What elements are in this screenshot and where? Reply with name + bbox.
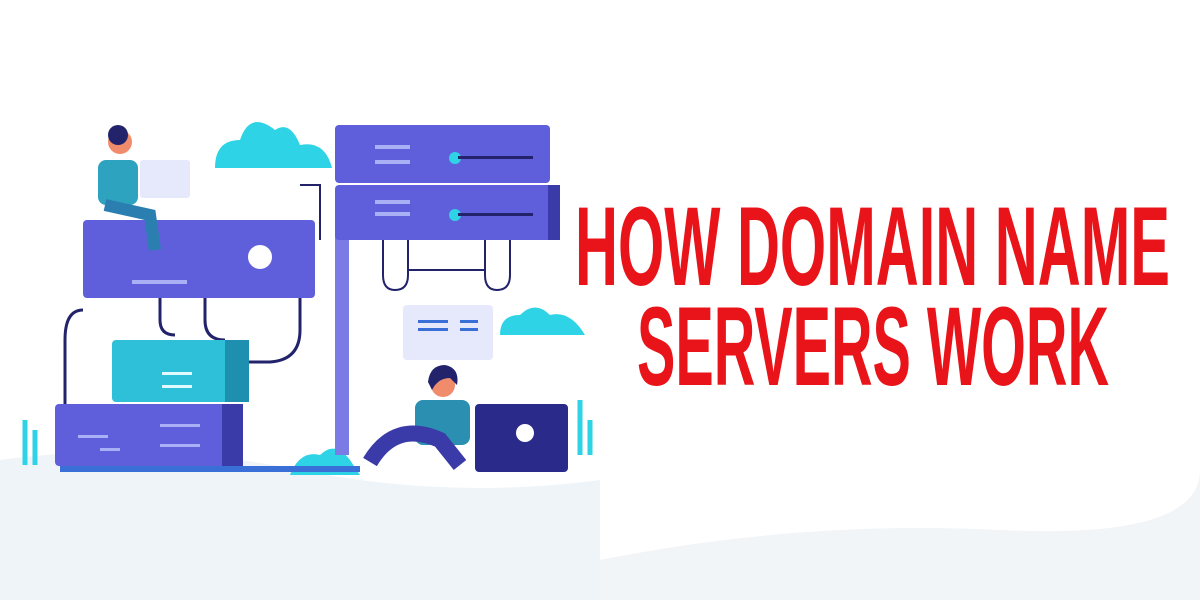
cloud-icon (215, 122, 332, 168)
person-with-laptop (98, 125, 190, 251)
server-unit (335, 125, 550, 183)
headline-line-1: HOW DOMAIN NAME (575, 184, 1170, 309)
info-panel (403, 305, 493, 360)
server-unit (83, 220, 315, 298)
background-wave (600, 470, 1200, 600)
server-unit (112, 340, 249, 402)
background-wave (0, 452, 600, 600)
headline-line-2: SERVERS WORK (637, 284, 1109, 409)
cloud-icon (500, 307, 585, 335)
cable (63, 298, 302, 410)
server-unit (335, 185, 560, 240)
server-unit (55, 404, 243, 466)
plant-icon (22, 400, 593, 465)
cable (300, 184, 321, 240)
ground-line (60, 466, 360, 472)
person-with-laptop (363, 365, 568, 472)
rack-pole (335, 200, 349, 455)
cable (382, 240, 511, 292)
